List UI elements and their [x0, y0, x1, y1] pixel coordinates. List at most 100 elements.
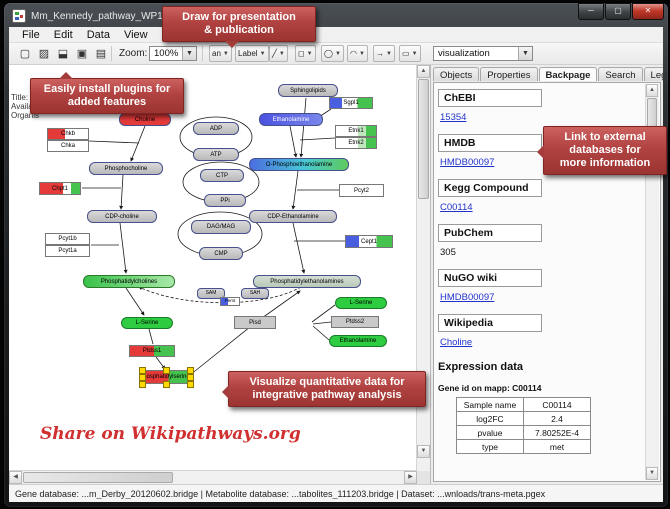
node-cdp-choline[interactable]: CDP-choline — [87, 210, 157, 223]
node-phosphatidylcholines[interactable]: Phosphatidylcholines — [83, 275, 175, 288]
selection-handle[interactable] — [187, 367, 194, 374]
label-tool[interactable]: Label▼ — [235, 45, 269, 62]
node-sphingolipids[interactable]: Sphingolipids — [278, 84, 338, 97]
db-link[interactable]: Choline — [440, 337, 473, 348]
canvas-vertical-scrollbar[interactable]: ▲ ▼ — [416, 65, 430, 471]
menu-file[interactable]: File — [22, 28, 40, 41]
node-pemt[interactable]: Pemt — [220, 297, 240, 306]
expression-cell: type — [456, 439, 524, 454]
selection-handle[interactable] — [139, 381, 146, 388]
paste-icon[interactable]: ▤ — [95, 48, 107, 60]
save-icon[interactable]: ⬓ — [57, 48, 69, 60]
selection-handle[interactable] — [163, 381, 170, 388]
node-adp[interactable]: ADP — [193, 122, 239, 135]
db-header: Kegg Compound — [438, 179, 542, 197]
node-atp[interactable]: ATP — [193, 148, 239, 161]
open-file-icon[interactable]: ▨ — [38, 48, 50, 60]
connector-tool[interactable]: →▼ — [373, 45, 395, 62]
side-panel-tabs: ObjectsPropertiesBackpageSearchLegend — [433, 67, 663, 83]
panel-scroll-down-icon[interactable]: ▼ — [646, 467, 658, 480]
scroll-left-icon[interactable]: ◀ — [9, 471, 22, 484]
node-ptdss1[interactable]: Ptdss1 — [129, 345, 175, 357]
node-l-serine[interactable]: L-Serine — [335, 297, 387, 309]
node-chpt1[interactable]: Chpt1 — [39, 182, 81, 195]
tab-objects[interactable]: Objects — [433, 67, 480, 81]
tab-properties[interactable]: Properties — [480, 67, 538, 81]
oval-tool[interactable]: ◯▼ — [321, 45, 344, 62]
node-ethanolamine[interactable]: Ethanolamine — [329, 335, 387, 347]
datanode-tool[interactable]: an▼ — [209, 45, 232, 62]
node-phosphatidylethanolamines[interactable]: Phosphatidylethanolamines — [253, 275, 361, 288]
visualization-dropdown-icon[interactable]: ▼ — [518, 47, 532, 60]
scroll-up-icon[interactable]: ▲ — [417, 65, 430, 78]
zoom-combobox[interactable]: 100% ▼ — [149, 46, 197, 61]
node-ctp[interactable]: CTP — [200, 169, 244, 182]
tab-search[interactable]: Search — [598, 67, 643, 81]
db-link[interactable]: 15354 — [440, 112, 467, 123]
node-dag-mag[interactable]: DAG/MAG — [191, 220, 251, 234]
expression-cell: 2.4 — [523, 411, 591, 426]
node-etnk2[interactable]: Etnk2 — [335, 137, 377, 149]
node-pcyt2[interactable]: Pcyt2 — [339, 184, 384, 197]
node-cmp[interactable]: CMP — [199, 247, 243, 260]
node-etnk1[interactable]: Etnk1 — [335, 125, 377, 137]
vscroll-thumb[interactable] — [418, 79, 429, 199]
node-ppi[interactable]: PPi — [204, 194, 246, 207]
expression-cell: C00114 — [523, 397, 591, 412]
tab-legend[interactable]: Legend — [643, 67, 663, 81]
hscroll-thumb[interactable] — [23, 472, 173, 483]
scroll-right-icon[interactable]: ▶ — [404, 471, 417, 484]
node-pcyt1a[interactable]: Pcyt1a — [45, 245, 90, 257]
node-sgpl1[interactable]: Sgpl1 — [329, 97, 373, 109]
db-link[interactable]: C00114 — [440, 202, 473, 213]
selection-handle[interactable] — [139, 367, 146, 374]
node-cept1[interactable]: Cept1 — [345, 235, 393, 248]
selection-handle[interactable] — [139, 374, 146, 381]
node-cdp-ethanolamine[interactable]: CDP-Ethanolamine — [249, 210, 337, 223]
node-l-serine[interactable]: L-Serine — [121, 317, 173, 329]
menu-view[interactable]: View — [123, 28, 148, 41]
scroll-down-icon[interactable]: ▼ — [417, 445, 430, 458]
minimize-button[interactable]: ─ — [578, 3, 604, 20]
template-tool[interactable]: ▭▼ — [399, 45, 421, 62]
selection-handle[interactable] — [187, 381, 194, 388]
node-phosphocholine[interactable]: Phosphocholine — [89, 162, 163, 175]
node-pisd[interactable]: Pisd — [234, 316, 276, 329]
shape-tool[interactable]: ◻▼ — [295, 45, 316, 62]
pathway-info-fragment: Title:Availability:Organism: — [11, 93, 41, 120]
selection-handle[interactable] — [163, 367, 170, 374]
zoom-dropdown-icon[interactable]: ▼ — [182, 47, 196, 60]
node-choline[interactable]: Choline — [119, 113, 171, 126]
visualization-combobox[interactable]: visualization ▼ — [433, 46, 533, 61]
menu-edit[interactable]: Edit — [53, 28, 73, 41]
canvas-horizontal-scrollbar[interactable]: ◀ ▶ — [9, 470, 417, 484]
maximize-button[interactable]: ▢ — [605, 3, 631, 20]
db-link[interactable]: HMDB00097 — [440, 292, 495, 303]
panel-scroll-up-icon[interactable]: ▲ — [646, 84, 658, 97]
tab-backpage[interactable]: Backpage — [538, 67, 598, 81]
line-tool[interactable]: ╱▼ — [269, 45, 288, 62]
arc-tool[interactable]: ◠▼ — [347, 45, 368, 62]
selection-handle[interactable] — [187, 374, 194, 381]
node-chkb[interactable]: Chkb — [47, 128, 89, 140]
close-button[interactable]: ✕ — [632, 3, 664, 20]
node-chka[interactable]: Chka — [47, 140, 89, 152]
node-ethanolamine[interactable]: Ethanolamine — [259, 113, 323, 126]
node-pcyt1b[interactable]: Pcyt1b — [45, 233, 90, 245]
node-o-phosphoethanolamine[interactable]: O-Phosphoethanolamine — [249, 158, 349, 171]
node-ptdss2[interactable]: Ptdss2 — [331, 316, 379, 328]
dropdown-icon: ▼ — [411, 50, 418, 57]
db-link[interactable]: HMDB00097 — [440, 157, 495, 168]
menu-data[interactable]: Data — [86, 28, 110, 41]
copy-icon[interactable]: ▣ — [76, 48, 88, 60]
node-sam[interactable]: SAM — [197, 288, 225, 299]
node-sah[interactable]: SAH — [241, 288, 269, 299]
new-file-icon[interactable]: ▢ — [19, 48, 31, 60]
